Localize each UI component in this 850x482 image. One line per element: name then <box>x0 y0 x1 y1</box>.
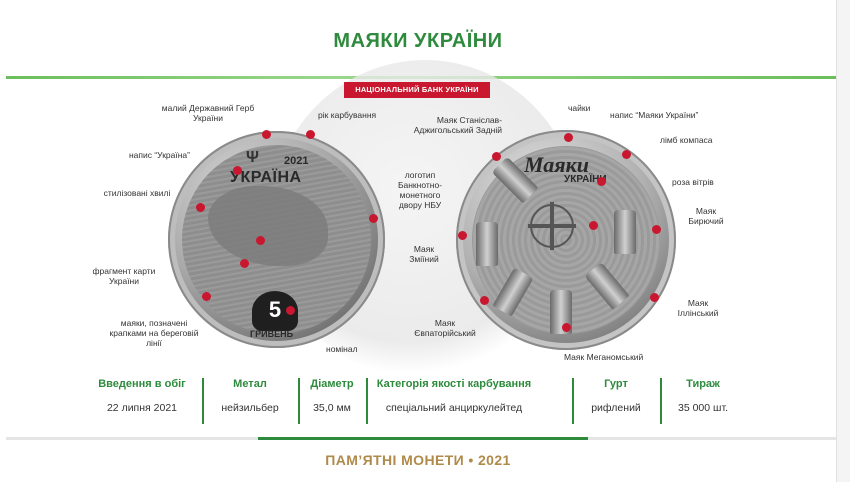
specs-table: Введення в обіг 22 липня 2021 Метал нейз… <box>84 378 744 424</box>
label-map: фрагмент карти України <box>92 266 156 286</box>
label-meganomskyi: Маяк Меганомський <box>564 352 644 362</box>
spec-value-quality: спеціальний анциркулейтед <box>385 402 523 414</box>
trident-icon: Ψ <box>246 149 259 166</box>
marker-limb <box>597 177 606 186</box>
label-rose: роза вітрів <box>672 177 714 187</box>
coin-obverse: Ψ 2021 УКРАЇНА 5 ГРИВЕНЬ <box>168 131 385 348</box>
marker-waves <box>196 203 205 212</box>
marker-map <box>256 236 265 245</box>
lighthouse-zminyi <box>476 222 498 266</box>
marker-biriuchyi <box>652 225 661 234</box>
scrollbar[interactable] <box>837 0 850 482</box>
spec-heading-diameter: Діаметр <box>310 378 354 390</box>
spec-col-date: Введення в обіг 22 липня 2021 <box>84 378 200 424</box>
marker-yevpatoriiskyi <box>480 296 489 305</box>
lighthouse-biriuchyi <box>614 210 636 254</box>
marker-logo <box>369 214 378 223</box>
label-chaiky: чайки <box>568 103 591 113</box>
spec-value-diameter: 35,0 мм <box>313 402 351 414</box>
marker-stanislav <box>492 152 501 161</box>
spec-separator <box>298 378 300 424</box>
coin-year: 2021 <box>284 155 309 167</box>
label-gerb: малий Державний Герб України <box>161 103 255 123</box>
spec-separator <box>660 378 662 424</box>
label-year: рік карбування <box>318 110 377 120</box>
spec-separator <box>202 378 204 424</box>
spec-heading-metal: Метал <box>233 378 267 390</box>
label-napys: напис “Україна” <box>128 150 190 160</box>
spec-value-metal: нейзильбер <box>221 402 279 414</box>
marker-illinskyi <box>650 293 659 302</box>
bottom-divider <box>6 437 836 440</box>
label-biriuchyi: Маяк Бирючий <box>688 206 724 226</box>
spec-col-mintage: Тираж 35 000 шт. <box>662 378 744 424</box>
spec-heading-mintage: Тираж <box>686 378 720 390</box>
marker-dots <box>202 292 211 301</box>
marker-nominal <box>286 306 295 315</box>
coin-reverse: Маяки УКРАЇНИ <box>456 130 676 350</box>
label-illinskyi: Маяк Іллінський <box>677 298 719 318</box>
footer-title: ПАМ’ЯТНІ МОНЕТИ • 2021 <box>325 452 511 468</box>
page-title: МАЯКИ УКРАЇНИ <box>333 30 503 52</box>
spec-value-edge: рифлений <box>591 402 641 414</box>
label-logo: логотип Банкнотно-монетного двору НБУ <box>397 170 443 210</box>
spec-heading-edge: Гурт <box>604 378 628 390</box>
spec-col-diameter: Діаметр 35,0 мм <box>300 378 364 424</box>
label-waves: стилізовані хвилі <box>103 188 171 198</box>
spec-col-metal: Метал нейзильбер <box>204 378 296 424</box>
marker-napys-reverse <box>622 150 631 159</box>
bottom-divider-accent <box>258 437 588 440</box>
label-napys-reverse: напис “Маяки України” <box>610 110 699 120</box>
denomination-value: 5 <box>268 297 282 322</box>
coin-mayaky: Маяки <box>524 152 589 177</box>
spec-value-mintage: 35 000 шт. <box>677 402 729 414</box>
label-yevpatoriiskyi: Маяк Євпаторійський <box>414 318 476 338</box>
marker-chaiky <box>564 133 573 142</box>
denomination-word: ГРИВЕНЬ <box>250 329 294 339</box>
compass-rose <box>528 202 576 250</box>
marker-zminyi <box>458 231 467 240</box>
spec-heading-quality: Категорія якості карбування <box>376 378 532 390</box>
label-limb: лімб компаса <box>660 135 713 145</box>
spec-heading-date: Введення в обіг <box>98 378 186 390</box>
marker-map-2 <box>240 259 249 268</box>
label-dots: маяки, позначені крапками на береговій л… <box>109 318 199 348</box>
spec-col-quality: Категорія якості карбування спеціальний … <box>368 378 540 424</box>
marker-gerb <box>262 130 271 139</box>
spec-col-edge: Гурт рифлений <box>574 378 658 424</box>
marker-napys <box>233 166 242 175</box>
marker-meganomskyi <box>562 323 571 332</box>
marker-year <box>306 130 315 139</box>
label-zminyi: Маяк Зміїний <box>409 244 439 264</box>
spec-value-date: 22 липня 2021 <box>106 402 178 414</box>
coin-ukrainy: УКРАЇНИ <box>564 174 607 185</box>
bank-badge: НАЦІОНАЛЬНИЙ БАНК УКРАЇНИ <box>344 82 490 98</box>
label-nominal: номінал <box>326 344 358 354</box>
label-stanislav: Маяк Станіслав-Аджигольський Задній <box>413 115 502 135</box>
spec-separator <box>366 378 368 424</box>
marker-rose <box>589 221 598 230</box>
spec-separator <box>572 378 574 424</box>
coin-ukraina: УКРАЇНА <box>230 169 302 186</box>
